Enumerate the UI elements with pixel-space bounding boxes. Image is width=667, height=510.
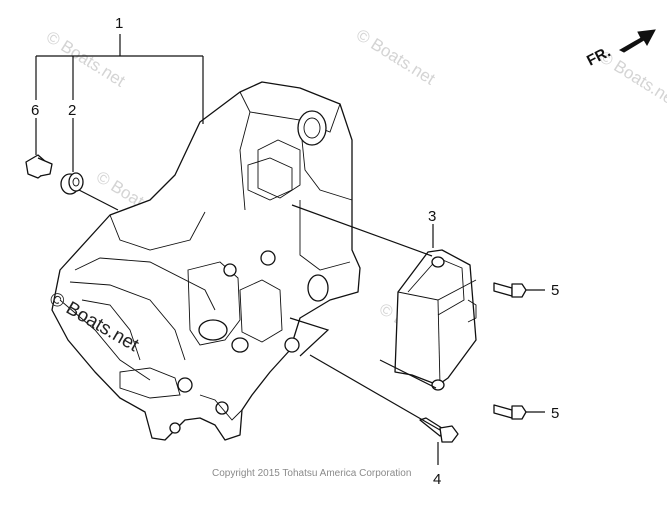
copyright-notice: Copyright 2015 Tohatsu America Corporati… — [212, 468, 411, 479]
callout-2: 2 — [68, 102, 76, 119]
callout-1: 1 — [115, 15, 123, 32]
callout-5-lower: 5 — [551, 405, 559, 422]
bolt-part-lower — [493, 404, 527, 420]
arrow-right-icon — [618, 29, 656, 53]
leader-lines — [35, 34, 545, 465]
callout-4: 4 — [433, 471, 441, 488]
callout-labels: 1 2 6 3 5 5 4 — [31, 15, 559, 488]
callout-6: 6 — [31, 102, 39, 119]
grommet-part — [60, 172, 84, 195]
callout-3: 3 — [428, 208, 436, 225]
watermark-text: © Boats.net — [353, 25, 439, 88]
bolt-part-upper — [493, 282, 527, 298]
callout-5-upper: 5 — [551, 282, 559, 299]
plug-part — [25, 154, 53, 179]
housing-assembly — [51, 81, 361, 441]
control-module-part — [394, 249, 477, 391]
watermark-text: © Boats.net — [43, 27, 129, 90]
